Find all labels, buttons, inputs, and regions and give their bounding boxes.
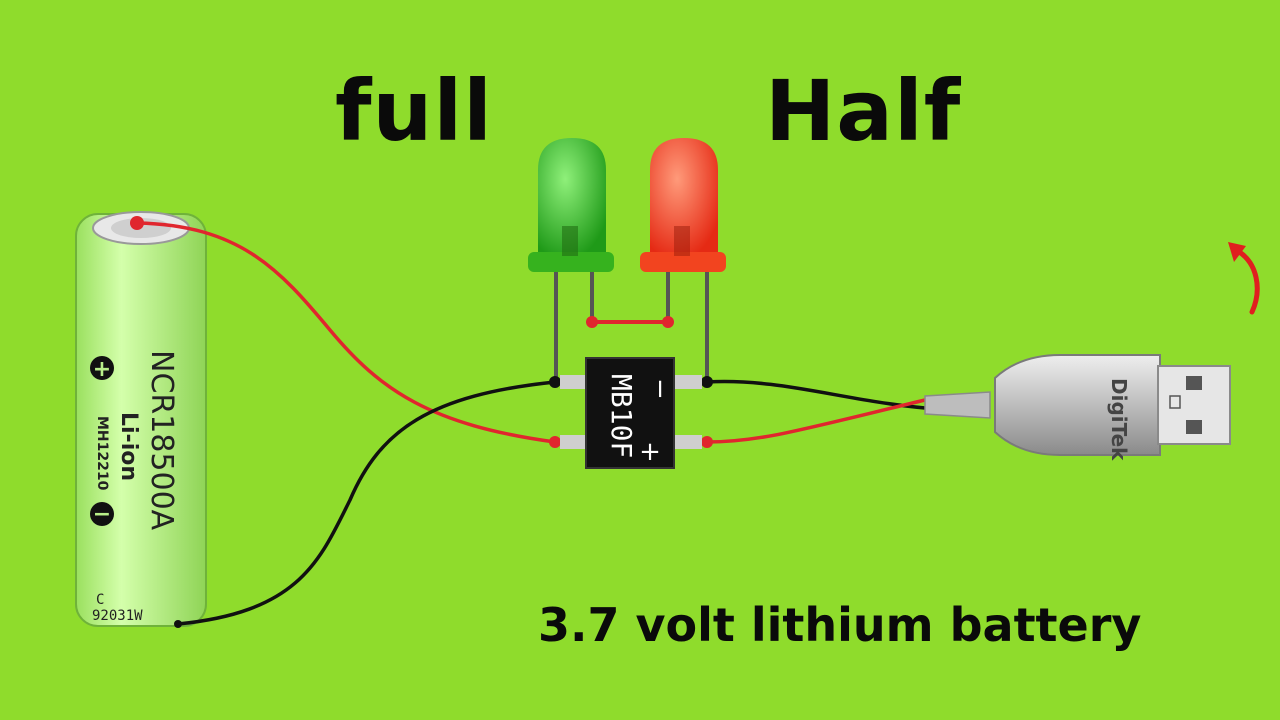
wires: [135, 221, 927, 626]
battery-code: MH12210: [94, 416, 110, 491]
green-led: [528, 138, 614, 272]
half-label: Half: [765, 62, 962, 160]
red-wire-usb: [705, 398, 927, 444]
black-wire-battery: [176, 380, 557, 626]
red-wire-battery: [135, 221, 557, 444]
joint: [586, 316, 598, 328]
usb-connector: DigiTek: [924, 354, 1231, 461]
joint: [701, 436, 713, 448]
battery-plus-symbol: +: [93, 357, 111, 382]
battery-chemistry: Li-ion: [116, 412, 141, 481]
usb-brand-label: DigiTek: [1107, 378, 1131, 461]
battery-grade: C: [96, 592, 104, 608]
bridge-part-label: MB10F: [605, 374, 638, 458]
full-label: full: [335, 62, 493, 160]
caption-label: 3.7 volt lithium battery: [538, 598, 1142, 652]
red-led: [640, 138, 726, 272]
bridge-minus-symbol: −: [645, 378, 675, 400]
battery-serial: 92031W: [92, 608, 143, 624]
joint: [662, 316, 674, 328]
joint: [549, 376, 561, 388]
joint: [549, 436, 561, 448]
bridge-rectifier: MB10F − +: [560, 357, 702, 469]
led-legs: [554, 270, 709, 382]
black-wire-usb: [705, 379, 927, 410]
battery-model: NCR18500A: [144, 350, 179, 531]
bridge-plus-symbol: +: [639, 437, 661, 467]
battery-minus-symbol: −: [93, 502, 111, 527]
battery: + − NCR18500A Li-ion MH12210 C 92031W: [75, 211, 207, 628]
joint: [701, 376, 713, 388]
arrow-icon: [1228, 242, 1260, 315]
